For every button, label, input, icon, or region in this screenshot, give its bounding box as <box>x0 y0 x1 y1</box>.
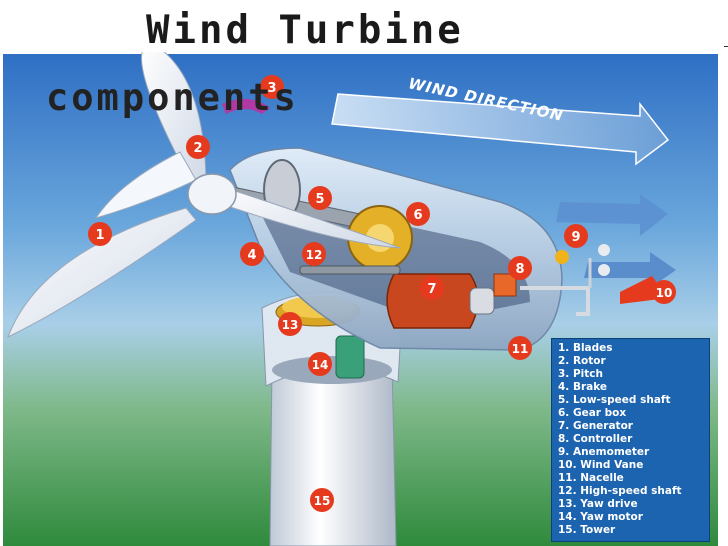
marker-11: 11 <box>508 336 532 360</box>
legend-item: 3. Pitch <box>558 368 603 380</box>
legend-item: 7. Generator <box>558 420 633 432</box>
generator <box>386 273 495 329</box>
svg-text:12: 12 <box>306 248 323 262</box>
svg-text:4: 4 <box>247 248 256 263</box>
top-rule <box>724 46 728 47</box>
svg-text:10: 10 <box>656 286 673 300</box>
marker-7: 7 <box>420 276 444 300</box>
svg-text:11: 11 <box>512 342 529 356</box>
svg-text:3: 3 <box>267 81 276 96</box>
rotor-hub <box>187 173 237 215</box>
marker-13: 13 <box>278 312 302 336</box>
slide-title-line-1: Wind Turbine <box>146 8 464 53</box>
marker-3: 3 <box>260 75 284 99</box>
slide-title-line-2: components <box>46 76 299 119</box>
marker-10: 10 <box>652 280 676 304</box>
marker-4: 4 <box>240 242 264 266</box>
svg-text:14: 14 <box>312 358 329 372</box>
marker-8: 8 <box>508 256 532 280</box>
marker-14: 14 <box>308 352 332 376</box>
legend-box: 1. Blades 2. Rotor 3. Pitch 4. Brake 5. … <box>551 338 710 542</box>
legend-item: 10. Wind Vane <box>558 459 644 471</box>
legend-item: 9. Anemometer <box>558 446 650 458</box>
pitch-arrow <box>222 98 270 114</box>
legend-item: 2. Rotor <box>558 355 606 367</box>
marker-12: 12 <box>302 242 326 266</box>
legend-item: 15. Tower <box>558 524 616 536</box>
legend-item: 8. Controller <box>558 433 633 445</box>
wind-vane-mast <box>520 286 590 316</box>
legend-item: 5. Low-speed shaft <box>558 394 671 406</box>
marker-5: 5 <box>308 186 332 210</box>
svg-text:6: 6 <box>413 208 422 223</box>
marker-15: 15 <box>310 488 334 512</box>
legend-item: 6. Gear box <box>558 407 627 419</box>
wind-turbine-diagram: WIND DIRECTION <box>3 52 718 546</box>
legend-item: 1. Blades <box>558 342 613 354</box>
marker-9: 9 <box>564 224 588 248</box>
marker-6: 6 <box>406 202 430 226</box>
legend-item: 13. Yaw drive <box>558 498 638 510</box>
blades <box>7 52 401 338</box>
marker-2: 2 <box>186 135 210 159</box>
svg-text:9: 9 <box>571 230 580 245</box>
legend-item: 12. High-speed shaft <box>558 485 682 497</box>
controller <box>493 273 517 297</box>
marker-1: 1 <box>88 222 112 246</box>
wind-direction-arrows <box>331 93 676 288</box>
yaw-motor <box>335 335 365 379</box>
legend-item: 14. Yaw motor <box>558 511 643 523</box>
svg-text:15: 15 <box>314 494 331 508</box>
legend-item: 11. Nacelle <box>558 472 624 484</box>
svg-text:13: 13 <box>282 318 299 332</box>
svg-text:8: 8 <box>515 262 524 277</box>
high-speed-shaft <box>299 265 401 275</box>
svg-text:7: 7 <box>427 282 436 297</box>
legend-item: 4. Brake <box>558 381 608 393</box>
anemometer <box>555 244 610 288</box>
svg-text:2: 2 <box>193 141 202 156</box>
svg-text:5: 5 <box>315 192 324 207</box>
svg-text:1: 1 <box>95 228 104 243</box>
